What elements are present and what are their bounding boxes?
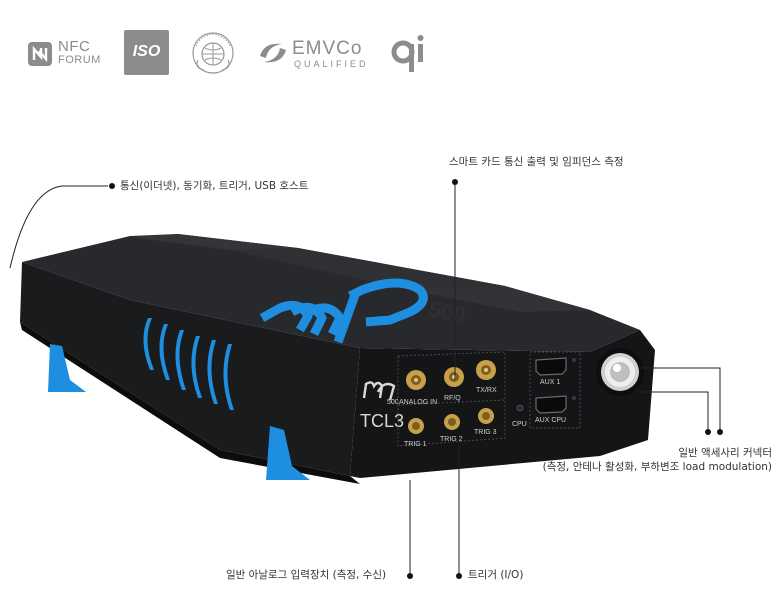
- front-brand: [362, 381, 396, 401]
- callout-dot-analog: [407, 573, 413, 579]
- callout-dot-accessory-1: [705, 429, 711, 435]
- port-label-aux1: AUX 1: [540, 379, 560, 386]
- callout-dot-trigger: [456, 573, 462, 579]
- nfc-logo-text: NFC: [58, 38, 91, 55]
- port-label-analog-in: ANALOG IN: [399, 399, 437, 406]
- callout-dot-communication: [109, 183, 115, 189]
- emvco-logo-text: EMVCo: [292, 38, 363, 59]
- sma-connector-trig1: [408, 418, 424, 434]
- nfc-forum-logo: NFC FORUM: [28, 30, 108, 75]
- callout-trigger: 트리거 (I/O): [468, 569, 524, 581]
- emvco-swoosh-icon: [260, 43, 286, 63]
- port-label-aux-cpu: AUX CPU: [535, 417, 566, 424]
- icao-globe-icon: [190, 30, 236, 76]
- sma-connector-rf-q: [444, 367, 464, 387]
- front-500-text: 500: [387, 399, 399, 406]
- device-front-face: [350, 330, 655, 478]
- accessory-connector: [596, 348, 644, 396]
- emvco-logo-subtext: QUALIFIED: [294, 59, 369, 69]
- port-label-trig3: TRIG 3: [474, 429, 497, 436]
- nfc-icon: [28, 42, 52, 66]
- left-foot: [48, 344, 86, 392]
- port-panel: [397, 351, 506, 447]
- callout-communication: 통신(이더넷), 동기화, 트리거, USB 호스트: [120, 180, 309, 192]
- emvco-logo: EMVCo QUALIFIED: [256, 36, 386, 72]
- sma-connector-tx-rx: [476, 360, 496, 380]
- device-top-surface: [22, 234, 640, 352]
- callout-dot-smartcard: [452, 179, 458, 185]
- callout-dot-accessory-2: [717, 429, 723, 435]
- device-left-side: [20, 262, 360, 476]
- nfc-logo-subtext: FORUM: [58, 54, 101, 66]
- qi-icon: [390, 30, 426, 76]
- callout-analog-input: 일반 아날로그 입력장치 (측정, 수신): [226, 569, 387, 581]
- aux-panel-outline: [529, 351, 581, 429]
- port-label-cpu: CPU: [512, 421, 527, 428]
- sma-connector-trig3: [478, 408, 494, 424]
- callout-smartcard: 스마트 카드 통신 출력 및 임피던스 측정: [449, 156, 624, 168]
- right-foot: [266, 426, 310, 480]
- iso-logo-text: ISO: [132, 43, 161, 60]
- port-label-trig2: TRIG 2: [440, 436, 463, 443]
- hdmi-port-aux1: [535, 357, 567, 376]
- model-text: TCL3: [360, 411, 404, 431]
- hdmi-port-aux-cpu: [535, 395, 567, 414]
- aux1-led: [572, 358, 576, 362]
- callout-accessory-line1: 일반 액세사리 커넥터: [678, 447, 772, 459]
- sma-connector-analog-in: [406, 370, 426, 390]
- iso-logo: ISO: [124, 30, 169, 75]
- port-label-tx-rx: TX/RX: [476, 387, 497, 394]
- port-label-rf-q: RF/Q: [444, 395, 461, 402]
- port-label-trig1: TRIG 1: [404, 441, 427, 448]
- cpu-indicator: [516, 404, 524, 412]
- side-vents: [143, 318, 234, 410]
- sma-connector-trig2: [444, 414, 460, 430]
- callout-accessory-line2: (측정, 안테나 활성화, 부하변조 load modulation): [542, 461, 772, 473]
- aux-cpu-led: [572, 396, 576, 400]
- mp-top-logo: [259, 278, 428, 344]
